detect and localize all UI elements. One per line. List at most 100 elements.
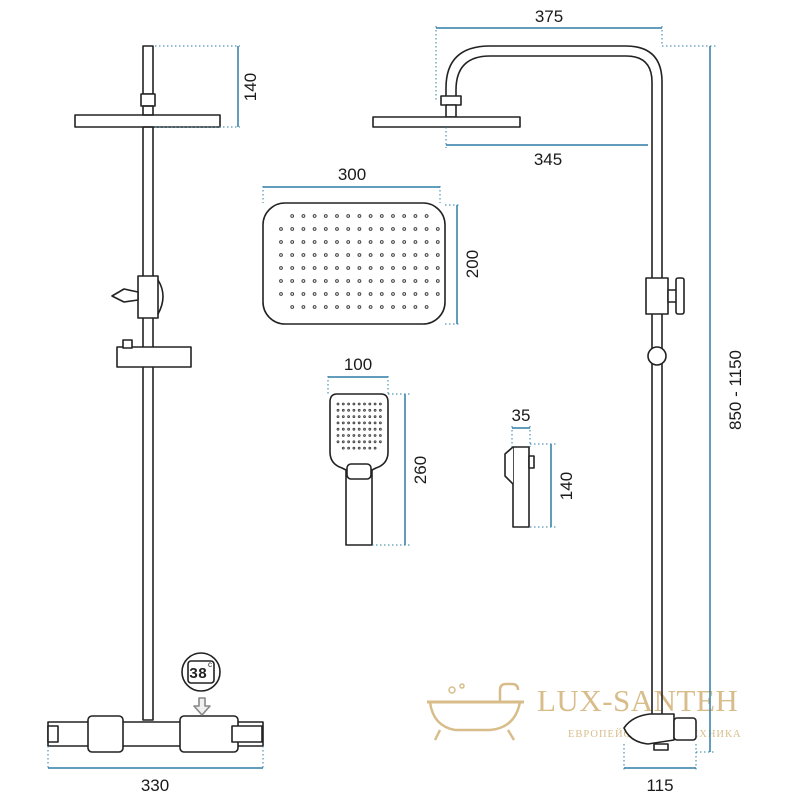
nozzle-dot — [373, 440, 377, 444]
nozzle-dot — [402, 214, 407, 218]
nozzle-dot — [357, 266, 362, 270]
label-thermostat-width: 330 — [141, 776, 169, 795]
nozzle-dot — [290, 266, 295, 270]
nozzle-dot — [379, 305, 384, 309]
right-handle — [179, 715, 239, 753]
nozzle-dot — [413, 266, 418, 270]
nozzle-dot — [368, 440, 372, 444]
nozzle-dot — [368, 253, 373, 257]
label-arm-width: 375 — [535, 7, 563, 26]
nozzle-dot — [368, 227, 373, 231]
nozzle-dot — [363, 408, 366, 412]
nozzle-dot — [391, 266, 395, 270]
nozzle-dot — [279, 266, 283, 270]
label-head-offset: 345 — [534, 150, 562, 169]
label-hand-length: 260 — [411, 456, 430, 484]
nozzle-dot — [391, 292, 395, 296]
nozzle-dot — [363, 440, 366, 444]
nozzle-dot — [373, 427, 377, 431]
nozzle-dot — [323, 305, 328, 309]
overhead-shower-plate — [74, 114, 221, 128]
nozzle-dot — [379, 415, 382, 419]
shower-arm-inner — [455, 55, 653, 721]
nozzle-dot — [424, 240, 429, 244]
nozzle-dot — [357, 305, 362, 309]
nozzle-dot — [341, 427, 345, 431]
nozzle-dot — [323, 214, 328, 218]
nozzle-dot — [346, 305, 351, 309]
nozzle-dot — [424, 279, 429, 283]
nozzle-dot — [279, 240, 283, 244]
label-head-width: 300 — [338, 165, 366, 184]
nozzle-dot — [357, 427, 361, 431]
nozzle-dot — [368, 266, 373, 270]
nozzle-dot — [301, 279, 306, 283]
side-diverter-body — [645, 277, 669, 315]
dimension-annotations: 140 375 345 300 200 — [47, 7, 745, 795]
hand-shower-holder — [504, 446, 535, 528]
nozzle-dot — [346, 279, 351, 283]
nozzle-dot — [368, 415, 372, 419]
bathtub-logo-icon — [427, 682, 524, 741]
nozzle-dot-icon — [279, 214, 440, 309]
nozzle-dot — [402, 240, 407, 244]
slider-knob — [122, 339, 133, 349]
nozzle-dot — [312, 266, 317, 270]
nozzle-dot — [336, 408, 340, 412]
nozzle-dot — [336, 415, 340, 419]
nozzle-dot — [347, 446, 351, 450]
nozzle-dot — [290, 227, 295, 231]
nozzle-dot — [373, 402, 377, 406]
nozzle-dot — [335, 266, 339, 270]
rain-head-body — [262, 202, 446, 325]
nozzle-dot — [373, 415, 377, 419]
nozzle-dot — [341, 408, 345, 412]
nozzle-dot-icon — [336, 402, 382, 450]
nozzle-dot — [368, 421, 372, 425]
hand-shower — [329, 393, 389, 546]
nozzle-dot — [341, 434, 345, 437]
dim-arm-width: 375 — [435, 7, 663, 100]
nozzle-dot — [413, 292, 418, 296]
nozzle-dot — [379, 292, 384, 296]
nozzle-dot — [341, 421, 345, 425]
nozzle-dot — [352, 408, 356, 412]
nozzle-dot — [402, 227, 407, 231]
nozzle-dot — [301, 214, 306, 218]
nozzle-dot — [301, 227, 306, 231]
nozzle-dot — [379, 421, 382, 425]
nozzle-dot — [368, 292, 373, 296]
nozzle-dot — [279, 227, 283, 231]
nozzle-dot — [402, 305, 407, 309]
nozzle-dot — [336, 421, 340, 425]
nozzle-dot — [379, 253, 384, 257]
diverter-body — [137, 275, 159, 319]
diverter-knob — [157, 279, 164, 315]
nozzle-dot — [368, 408, 372, 412]
nozzle-dot — [357, 292, 362, 296]
nozzle-dot — [290, 292, 295, 296]
rain-shower-head — [262, 202, 446, 325]
diverter-lever — [111, 288, 139, 303]
nozzle-dot — [335, 279, 339, 283]
side-slider — [647, 346, 667, 366]
nozzle-dot — [357, 279, 362, 283]
holder-button — [528, 455, 535, 469]
nozzle-dot — [363, 434, 366, 437]
nozzle-dot — [413, 227, 418, 231]
nozzle-dot — [346, 292, 351, 296]
shower-arm-outer — [445, 45, 663, 721]
nozzle-dot — [368, 240, 373, 244]
nozzle-dot — [379, 427, 382, 431]
nozzle-dot — [357, 421, 361, 425]
overhead-pipe — [142, 45, 154, 95]
nozzle-dot — [424, 227, 429, 231]
nozzle-dot — [435, 227, 440, 231]
dim-hand-width: 100 — [327, 355, 389, 394]
nozzle-dot — [402, 253, 407, 257]
arm-head-neck — [445, 104, 457, 118]
nozzle-dot — [368, 402, 372, 406]
nozzle-dot — [373, 446, 377, 450]
